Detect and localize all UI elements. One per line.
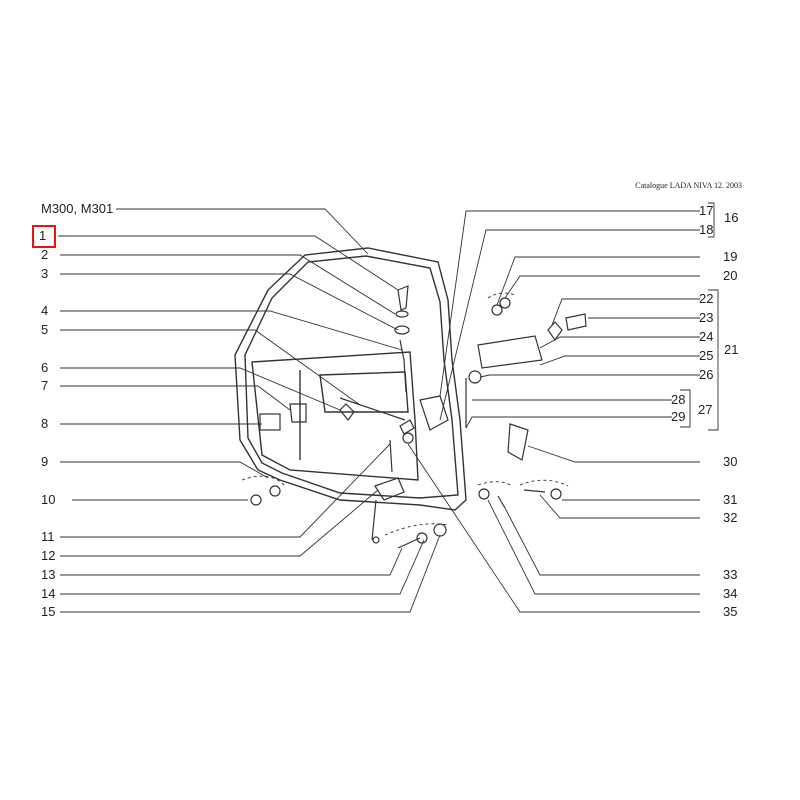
callout-29: 29 <box>671 409 686 424</box>
callout-11: 11 <box>41 529 55 544</box>
bushing-part <box>395 310 409 318</box>
bumper-part <box>468 370 482 384</box>
callout-9: 9 <box>41 454 49 469</box>
spring-part <box>547 321 563 342</box>
callout-13: 13 <box>41 567 56 582</box>
group-27: 27 <box>698 402 713 417</box>
plug-part <box>478 488 490 500</box>
screw-part-2 <box>397 537 421 549</box>
callout-12: 12 <box>41 548 56 563</box>
link-rod-part <box>339 397 406 421</box>
lock-rod-part <box>389 439 393 473</box>
cap-part <box>402 432 414 444</box>
door-outline <box>234 247 467 511</box>
washer-part <box>394 325 410 335</box>
wire-part <box>371 499 377 541</box>
callout-7: 7 <box>41 378 49 393</box>
callout-10: 10 <box>41 492 56 507</box>
callout-14: 14 <box>41 586 56 601</box>
nut-part-2 <box>491 304 503 316</box>
nut-part <box>416 532 428 544</box>
inner-handle-part <box>289 403 307 423</box>
lock-cylinder-part <box>374 477 405 501</box>
callout-23: 23 <box>699 310 714 325</box>
callout-20: 20 <box>723 268 738 283</box>
rod-clip-part <box>399 419 415 435</box>
grommet-part <box>433 523 447 537</box>
callout-24: 24 <box>699 329 714 344</box>
callout-19: 19 <box>723 249 738 264</box>
lock-mechanism-part <box>419 395 449 431</box>
callout-35: 35 <box>723 604 738 619</box>
callout-33: 33 <box>723 567 738 582</box>
callout-6: 6 <box>41 360 49 375</box>
callout-31: 31 <box>723 492 738 507</box>
callout-1: 1 <box>39 228 47 243</box>
striker-part <box>507 423 529 461</box>
callout-34: 34 <box>723 586 738 601</box>
wire-end-part <box>372 536 380 544</box>
bolt-part <box>523 489 546 493</box>
inner-handle-bezel-part <box>259 413 281 431</box>
callout-28: 28 <box>671 392 686 407</box>
callout-8: 8 <box>41 416 49 431</box>
rod-part <box>399 339 407 393</box>
leader-lines <box>58 202 719 613</box>
screw-part <box>250 494 262 506</box>
lock-cylinder-outer-part <box>565 313 587 331</box>
callout-30: 30 <box>723 454 738 469</box>
callout-3: 3 <box>41 266 49 281</box>
highlight-box <box>32 225 56 248</box>
model-label: M300, M301 <box>41 201 114 216</box>
callout-17: 17 <box>699 203 714 218</box>
callout-25: 25 <box>699 348 714 363</box>
washer-part-3 <box>499 297 511 309</box>
screw-part-3 <box>497 495 506 509</box>
callout-18: 18 <box>699 222 714 237</box>
callout-32: 32 <box>723 510 738 525</box>
callout-15: 15 <box>41 604 56 619</box>
callout-5: 5 <box>41 322 49 337</box>
lock-button-part <box>397 285 409 311</box>
catalog-note: Catalogue LADA NIVA 12. 2003 <box>635 181 742 190</box>
callout-22: 22 <box>699 291 714 306</box>
washer-part-4 <box>550 488 562 500</box>
clip-part <box>339 403 355 421</box>
outer-handle-part <box>477 335 543 369</box>
door-parts <box>250 285 587 549</box>
callout-26: 26 <box>699 367 714 382</box>
callout-2: 2 <box>41 247 49 262</box>
group-16: 16 <box>724 210 739 225</box>
callout-4: 4 <box>41 303 49 318</box>
washer-part-2 <box>269 485 281 497</box>
group-21: 21 <box>724 342 739 357</box>
